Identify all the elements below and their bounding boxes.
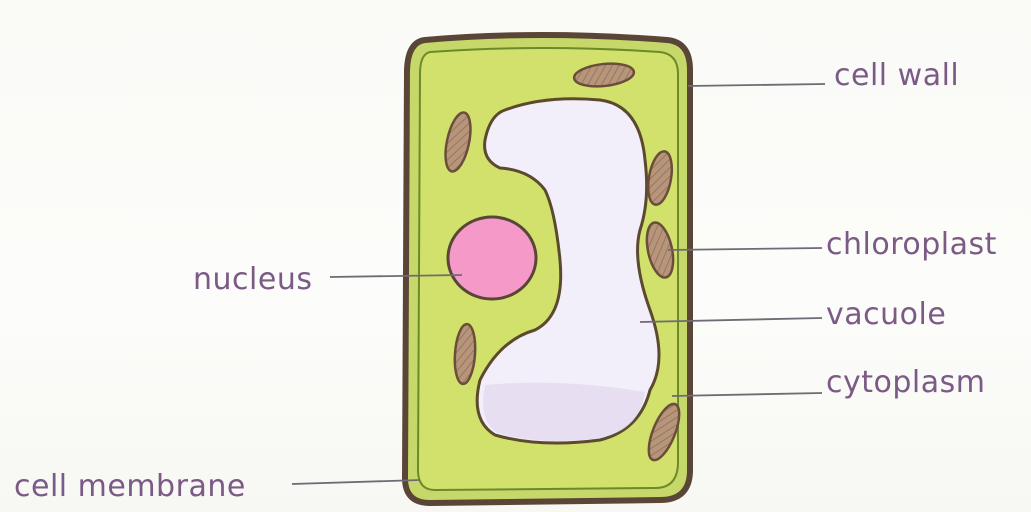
label-nucleus: nucleus [193,262,312,297]
label-chloroplast: chloroplast [826,227,997,262]
leader-cytoplasm [672,393,822,396]
leader-cell-membrane [292,480,420,484]
label-vacuole: vacuole [826,297,946,332]
nucleus [448,217,536,299]
label-cell-membrane: cell membrane [14,469,246,504]
label-cell-wall: cell wall [834,58,959,93]
leader-cell-wall [688,84,825,86]
label-cytoplasm: cytoplasm [826,365,985,400]
